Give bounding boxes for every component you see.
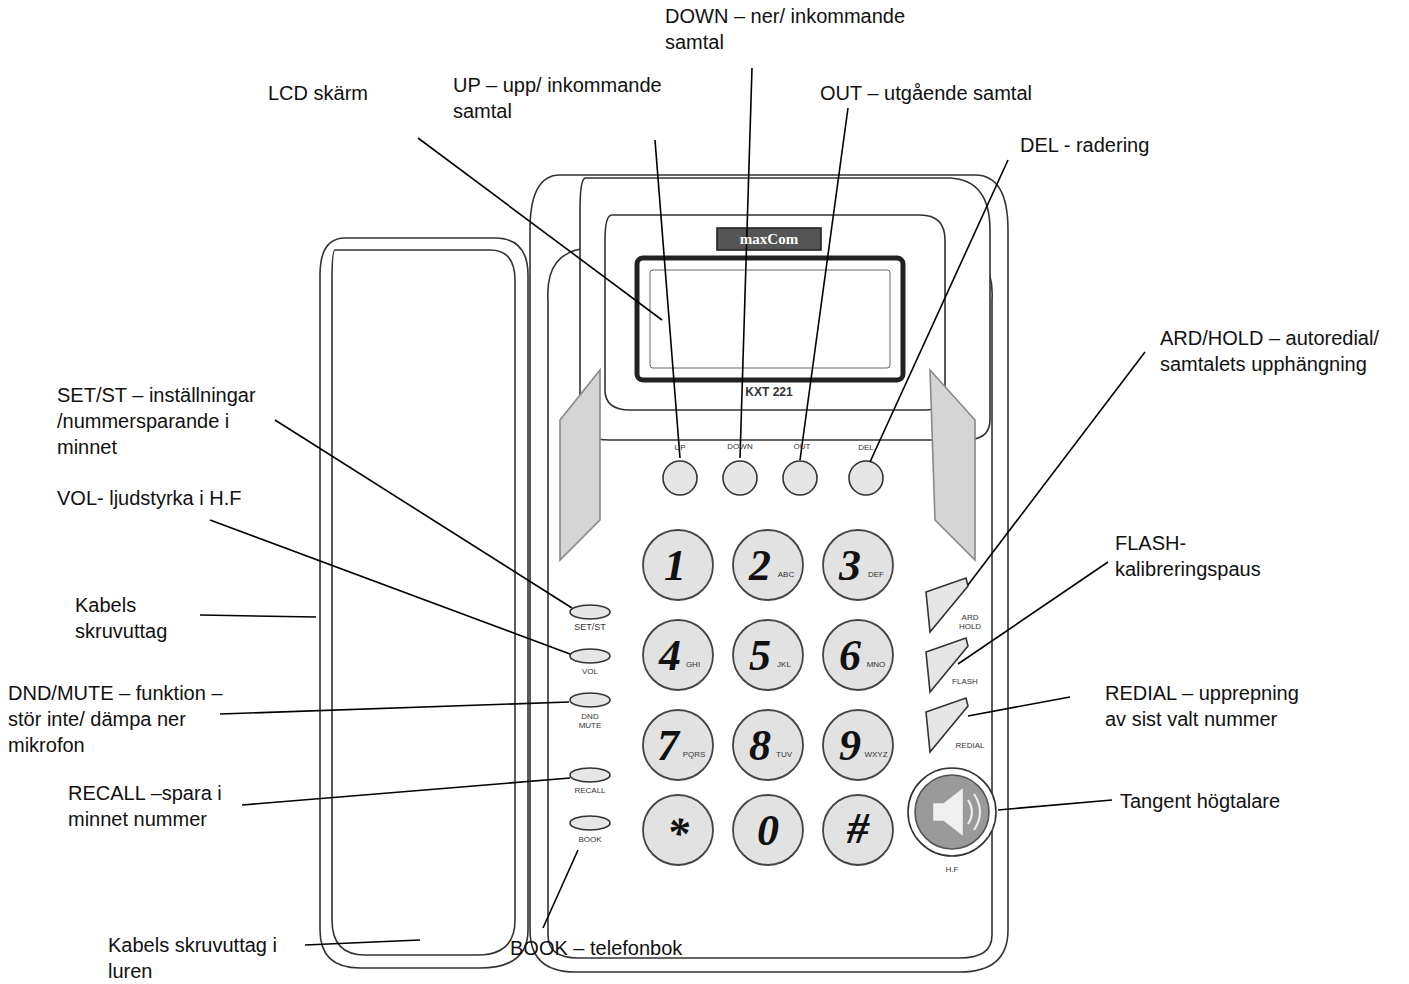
- brand-logo: maxCom: [740, 231, 798, 248]
- button-label: RECALL: [574, 787, 605, 796]
- callout-text: DOWN – ner/ inkommande samtal: [665, 3, 955, 55]
- callout-text: VOL- ljudstyrka i H.F: [57, 485, 247, 511]
- callout-text: DND/MUTE – funktion – stör inte/ dämpa n…: [8, 680, 253, 758]
- callout-text: Kabels skruvuttag: [75, 592, 195, 644]
- key-digit: 4: [659, 632, 681, 680]
- key-letters: PQRS: [683, 751, 706, 760]
- button-label: H.F: [946, 866, 959, 875]
- key-letters: WXYZ: [864, 751, 887, 760]
- key-digit: 6: [839, 632, 861, 680]
- key-letters: MNO: [867, 661, 886, 670]
- key-digit: 2: [749, 542, 771, 590]
- key-symbol: *: [667, 810, 689, 858]
- key-letters: GHI: [686, 661, 700, 670]
- callout-text: DEL - radering: [1020, 132, 1149, 158]
- key-digit: 3: [839, 542, 861, 590]
- callout-text: RECALL –spara i minnet nummer: [68, 780, 258, 832]
- callout-text: LCD skärm: [268, 80, 368, 106]
- key-digit: 1: [664, 542, 686, 590]
- callout-text: UP – upp/ inkommande samtal: [453, 72, 693, 124]
- button-label: OUT: [794, 443, 811, 452]
- button-label: ARD HOLD: [955, 614, 985, 632]
- key-digit: 0: [757, 807, 779, 855]
- key-letters: TUV: [776, 751, 792, 760]
- callout-text: SET/ST – inställningar /nummersparande i…: [57, 382, 272, 460]
- callout-text: FLASH- kalibreringspaus: [1115, 530, 1295, 582]
- callout-text: Kabels skruvuttag i luren: [108, 932, 308, 984]
- callout-text: OUT – utgående samtal: [820, 80, 1032, 106]
- button-label: DND MUTE: [573, 713, 607, 731]
- key-digit: 9: [839, 722, 861, 770]
- key-letters: DEF: [868, 571, 884, 580]
- key-digit: 5: [749, 632, 771, 680]
- callout-text: BOOK – telefonbok: [510, 935, 682, 961]
- key-letters: JKL: [777, 661, 791, 670]
- key-letters: ABC: [778, 571, 794, 580]
- button-label: REDIAL: [956, 742, 985, 751]
- callout-text: Tangent högtalare: [1120, 788, 1280, 814]
- button-label: UP: [674, 444, 685, 453]
- callout-text: ARD/HOLD – autoredial/ samtalets upphäng…: [1160, 325, 1406, 377]
- callout-text: REDIAL – upprepning av sist valt nummer: [1105, 680, 1310, 732]
- button-label: DEL: [858, 444, 874, 453]
- button-label: FLASH: [952, 678, 978, 687]
- key-digit: 8: [749, 722, 771, 770]
- button-label: VOL: [582, 668, 598, 677]
- key-digit: 7: [657, 722, 679, 770]
- key-symbol: #: [847, 805, 869, 853]
- model-name: KXT 221: [745, 386, 792, 399]
- button-label: DOWN: [727, 443, 752, 452]
- button-label: SET/ST: [574, 623, 606, 633]
- button-label: BOOK: [578, 836, 601, 845]
